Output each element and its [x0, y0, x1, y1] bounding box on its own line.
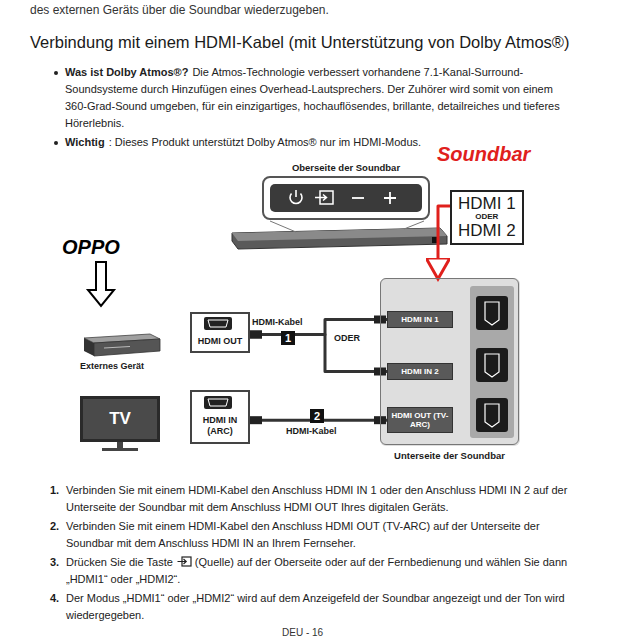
paragraph: Verbinden Sie mit einem HDMI-Kabel den A…	[66, 518, 571, 552]
callout-number: 2	[310, 409, 324, 423]
paragraph: Was ist Dolby Atmos®?Die Atmos-Technolog…	[65, 64, 570, 132]
body-text: Der Modus „HDMI1“ oder „HDMI2“ wird auf …	[66, 592, 565, 621]
text-label: des externen Geräts über die Soundbar wi…	[30, 3, 329, 17]
bullet-dot	[54, 141, 58, 145]
body-text: : Dieses Produkt unterstützt Dolby Atmos…	[109, 136, 422, 148]
hdmi-port-icon	[208, 320, 228, 327]
cable-plug	[250, 331, 262, 339]
tv-screen: TV	[80, 396, 160, 442]
panel-heading: Oberseite der Soundbar	[264, 162, 428, 173]
step-number: 1.	[50, 482, 59, 499]
paragraph: Wichtig : Dieses Produkt unterstützt Dolb…	[65, 134, 570, 151]
callout-number: 1	[281, 331, 295, 345]
pointer-arrow	[88, 262, 114, 306]
soundbar-top	[232, 228, 447, 241]
device-side	[84, 338, 94, 356]
step-number: 2.	[50, 518, 59, 535]
step-number: 4.	[50, 590, 59, 607]
hdmi-port-icon	[204, 317, 232, 330]
hdmi-port	[476, 348, 508, 382]
source-icon	[177, 559, 186, 564]
bullet-dot	[54, 71, 58, 75]
hdmi-port	[485, 404, 499, 427]
hdmi-port	[485, 302, 499, 325]
port-name: HDMI OUT	[196, 336, 244, 346]
hdmi-cable	[250, 335, 387, 372]
hdmi-port	[485, 354, 499, 377]
port-callout-box: HDMI 1ODERHDMI 2	[450, 190, 524, 245]
hdmi-port-icon	[204, 396, 232, 409]
step-number: 3.	[50, 554, 59, 571]
control-strip	[270, 184, 422, 212]
bottom-panel: Unterseite der SoundbarHDMI IN 1HDMI IN …	[380, 278, 519, 445]
device-port-box: HDMI OUT	[190, 312, 250, 353]
zoom-line	[404, 221, 424, 229]
panel-heading: Unterseite der Soundbar	[361, 450, 538, 461]
bold-text: Wichtig	[65, 136, 105, 148]
cable-label: HDMI-Kabel	[284, 426, 339, 436]
cable-plug	[250, 331, 262, 339]
body-text: Drücken Sie die Taste	[66, 556, 173, 568]
cable-plug	[250, 416, 262, 424]
port-name: HDMI OUT (TV-ARC)	[390, 411, 450, 429]
text-label: OPPO	[62, 236, 120, 259]
hdmi-port-icon	[208, 399, 228, 406]
page-heading: Verbindung mit einem HDMI-Kabel (mit Unt…	[30, 33, 569, 52]
bottom-panel-fill	[380, 278, 520, 446]
soundbar-body	[232, 228, 447, 249]
device-slot	[104, 347, 130, 349]
hdmi-port	[476, 398, 508, 432]
cable-label: HDMI-Kabel	[250, 317, 305, 327]
body-text: Verbinden Sie mit einem HDMI-Kabel den A…	[66, 520, 540, 549]
text-label: DEU - 16	[282, 627, 323, 638]
port-name: HDMI 1	[458, 195, 516, 213]
text-label: Soundbar	[437, 143, 530, 166]
source-icon	[177, 556, 192, 567]
source-icon	[315, 195, 327, 201]
bold-text: Was ist Dolby Atmos®?	[65, 66, 188, 78]
minus-icon	[352, 197, 364, 199]
top-panel: Oberseite der Soundbar	[262, 176, 430, 220]
zoom-line	[270, 221, 296, 232]
pointer-arrow	[438, 206, 450, 276]
paragraph: Verbinden Sie mit einem HDMI-Kabel den A…	[66, 482, 571, 516]
tv-stand	[102, 448, 138, 451]
device-front	[94, 339, 160, 356]
text-label: Externes Gerät	[80, 361, 144, 371]
paragraph: Drücken Sie die Taste(Quelle) auf der Ob…	[66, 554, 571, 588]
panel-port-label: HDMI IN 1	[387, 311, 453, 328]
panel-port-label: HDMI IN 2	[387, 363, 453, 380]
power-icon	[295, 190, 297, 197]
tv-port-box: HDMI IN (ARC)	[190, 390, 250, 444]
device-name: TV	[109, 409, 131, 429]
port-name: HDMI IN (ARC)	[196, 415, 244, 437]
body-text: Verbinden Sie mit einem HDMI-Kabel den A…	[66, 484, 567, 513]
text-label: ODER	[333, 333, 361, 343]
port-name: HDMI 2	[458, 222, 516, 240]
or-word: ODER	[458, 213, 516, 222]
plus-icon	[384, 192, 396, 204]
paragraph: Der Modus „HDMI1“ oder „HDMI2“ wird auf …	[66, 590, 571, 624]
panel-port-label: HDMI OUT (TV-ARC)	[387, 407, 453, 433]
tv-stand	[117, 442, 123, 449]
port-name: HDMI IN 1	[390, 315, 450, 324]
port-name: HDMI IN 2	[390, 367, 450, 376]
hdmi-port	[476, 296, 508, 330]
port-column	[470, 286, 514, 438]
